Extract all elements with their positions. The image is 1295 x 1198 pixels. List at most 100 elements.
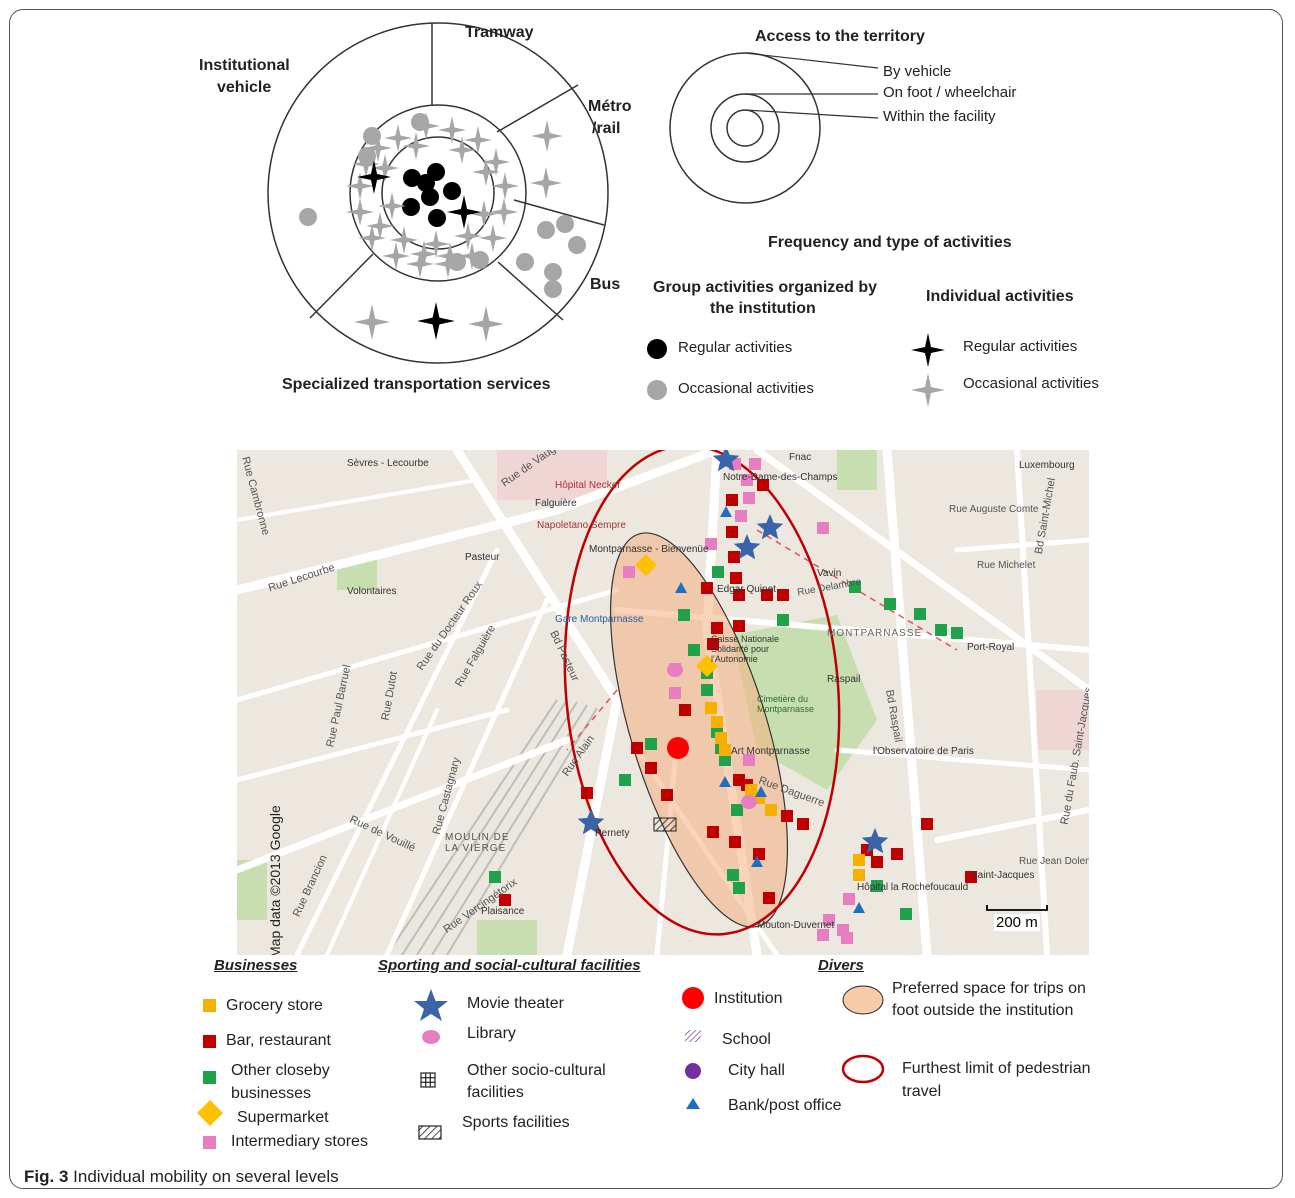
occasional-activity-star	[434, 250, 462, 278]
occasional-activity-star	[346, 172, 374, 200]
place-luxembourg: Luxembourg	[1019, 460, 1075, 471]
other-business-marker	[914, 608, 926, 620]
access-inner	[726, 109, 764, 147]
occasional-activity-star	[371, 154, 399, 182]
place-pernety: Pernety	[595, 828, 630, 839]
occasional-activity-star	[464, 126, 492, 154]
grocery-marker	[715, 732, 727, 744]
bank-marker	[675, 582, 687, 593]
place-volontaires: Volontaires	[347, 586, 397, 597]
bank-marker	[751, 856, 763, 867]
bar-restaurant-marker	[707, 826, 719, 838]
legend-furthest-label-1: Furthest limit of pedestrian	[902, 1060, 1091, 1077]
legend-grocery-icon	[203, 999, 216, 1012]
regular-activity-dot	[402, 198, 420, 216]
caption-text: Individual mobility on several levels	[73, 1167, 339, 1186]
intermediary-store-marker	[749, 458, 761, 470]
legend-supermarket-label: Supermarket	[237, 1109, 329, 1126]
place-cimetiere: Cimetière du Montparnasse	[757, 694, 815, 714]
occasional-activity-dot	[556, 215, 574, 233]
bar-restaurant-marker	[733, 589, 745, 601]
grocery-marker	[705, 702, 717, 714]
legend-other-socio-icon	[420, 1072, 436, 1088]
intermediary-store-marker	[735, 510, 747, 522]
legend-city-hall-icon	[685, 1063, 701, 1079]
street-auguste: Rue Auguste Comte	[949, 504, 1039, 515]
inner-ring	[381, 136, 495, 250]
bar-restaurant-marker	[645, 762, 657, 774]
place-fnac: Fnac	[789, 452, 812, 463]
bar-restaurant-marker	[661, 789, 673, 801]
figure-frame	[9, 9, 1283, 1189]
map-copyright: Map data ©2013 Google	[267, 805, 283, 955]
occasional-activity-star	[531, 120, 563, 152]
sports-facility-marker	[653, 817, 677, 832]
figure-caption: Fig. 3 Individual mobility on several le…	[24, 1167, 339, 1187]
bar-restaurant-marker	[711, 622, 723, 634]
regular-activity-star	[417, 302, 455, 340]
grocery-marker	[853, 869, 865, 881]
regular-activity-dot	[417, 174, 435, 192]
occasional-activity-star	[354, 304, 390, 340]
other-business-marker	[619, 774, 631, 786]
place-napoletano: Napoletano Sempre	[537, 520, 626, 531]
legend-library-label: Library	[467, 1025, 516, 1042]
legend-school-icon	[685, 1030, 701, 1042]
occasional-activity-star	[436, 242, 464, 270]
legend-other-label-2: businesses	[231, 1085, 312, 1102]
library-marker	[741, 795, 757, 809]
bar-restaurant-marker	[757, 479, 769, 491]
other-business-marker	[777, 614, 789, 626]
other-business-marker	[727, 869, 739, 881]
occasional-activity-star	[491, 172, 519, 200]
place-moulin: MOULIN DE LA VIÈRGE	[445, 832, 510, 854]
other-business-marker	[712, 566, 724, 578]
place-mouton: Mouton-Duvernet	[757, 920, 835, 931]
legend-sports-icon	[418, 1125, 442, 1140]
intermediary-store-marker	[743, 492, 755, 504]
legend-bank-icon	[686, 1098, 700, 1109]
bar-restaurant-marker	[965, 871, 977, 883]
bar-restaurant-marker	[726, 494, 738, 506]
legend-furthest-label-2: travel	[902, 1083, 942, 1100]
occasional-activity-star	[468, 306, 504, 342]
occasional-activity-star	[448, 136, 476, 164]
legend-other-socio-label-1: Other socio-cultural	[467, 1062, 606, 1079]
regular-activity-dot	[403, 169, 421, 187]
occasional-activity-star	[438, 116, 466, 144]
supermarket-marker	[635, 554, 657, 576]
individual-occasional-label: Occasional activities	[963, 375, 1099, 392]
bar-restaurant-marker	[728, 551, 740, 563]
legend-individual-occasional-star	[911, 373, 945, 407]
grocery-marker	[719, 744, 731, 756]
other-business-marker	[900, 908, 912, 920]
regular-activity-star	[357, 160, 391, 194]
occasional-activity-star	[490, 198, 518, 226]
legend-sports-label: Sports facilities	[462, 1114, 570, 1131]
frequency-title: Frequency and type of activities	[768, 234, 1012, 251]
occasional-activity-dot	[516, 253, 534, 271]
occasional-activity-star	[406, 250, 434, 278]
bar-restaurant-marker	[753, 848, 765, 860]
bar-restaurant-marker	[679, 704, 691, 716]
occasional-activity-dot	[544, 280, 562, 298]
label-institutional-2: vehicle	[217, 79, 272, 96]
label-metro-1: Métro	[588, 98, 632, 115]
label-institutional-1: Institutional	[199, 57, 290, 74]
other-business-marker	[935, 624, 947, 636]
occasional-activity-star	[402, 132, 430, 160]
bar-restaurant-marker	[499, 894, 511, 906]
label-bus: Bus	[590, 276, 621, 293]
label-metro-2: /rail	[592, 120, 621, 137]
legend-school-label: School	[722, 1031, 771, 1048]
intermediary-store-marker	[743, 754, 755, 766]
place-plaisance: Plaisance	[481, 906, 525, 917]
other-business-marker	[731, 804, 743, 816]
intermediary-store-marker	[623, 566, 635, 578]
legend-institution-label: Institution	[714, 990, 783, 1007]
legend-furthest-icon	[841, 1054, 885, 1084]
occasional-activity-dot	[471, 251, 489, 269]
legend-preferred-label-1: Preferred space for trips on	[892, 980, 1086, 997]
place-edgar: Edgar Quinet	[717, 584, 776, 595]
place-observatoire: l'Observatoire de Paris	[873, 746, 974, 757]
